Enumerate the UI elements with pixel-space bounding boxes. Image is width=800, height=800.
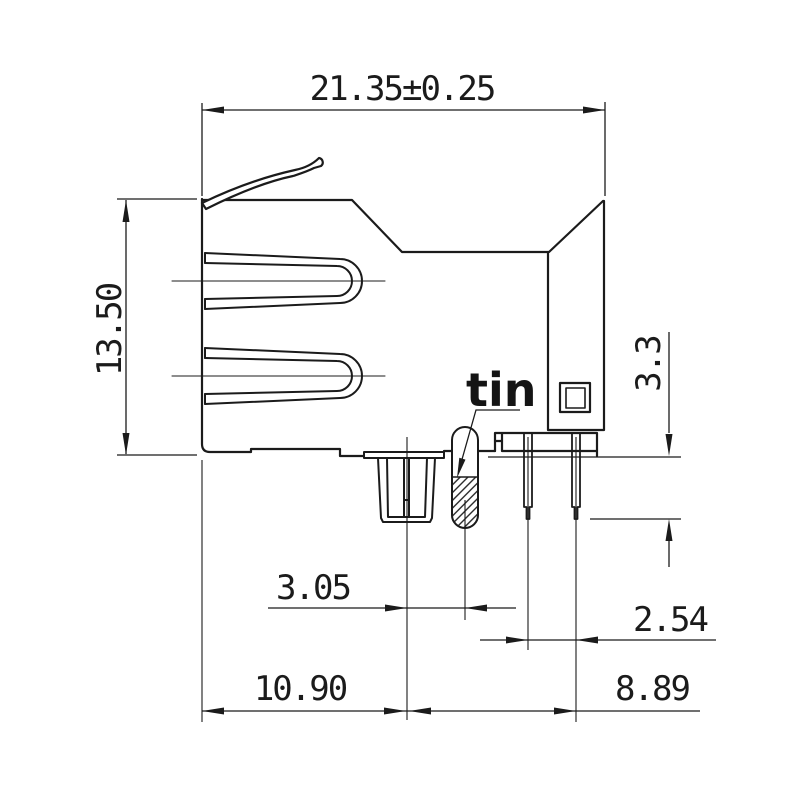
body-bottom-edge bbox=[200, 197, 366, 458]
contact-centerlines bbox=[171, 280, 386, 377]
dim-overall-height-value: 13.50 bbox=[90, 283, 130, 376]
dim-overall-height bbox=[117, 198, 197, 456]
body-bottom-right-edge bbox=[442, 439, 504, 453]
contact-slots bbox=[171, 252, 386, 405]
solder-pins bbox=[523, 433, 581, 520]
dim-pin-pitch-value: 2.54 bbox=[633, 600, 707, 640]
dim-pin-length-value: 3.3 bbox=[629, 336, 669, 391]
square-hole bbox=[558, 381, 592, 414]
latch-spring bbox=[200, 156, 324, 211]
dim-pin-length bbox=[488, 332, 681, 567]
dimensions bbox=[117, 102, 716, 715]
mounting-post bbox=[363, 451, 445, 523]
dim-pin-pitch bbox=[480, 636, 716, 644]
connector-body bbox=[200, 156, 606, 458]
dim-overall-width bbox=[201, 102, 606, 196]
dim-bottom-row bbox=[202, 707, 700, 715]
dim-overall-width-value: 21.35±0.25 bbox=[310, 69, 495, 109]
tin-label: tin bbox=[466, 363, 537, 417]
bottom-flange bbox=[493, 431, 599, 458]
body-outline bbox=[200, 198, 606, 432]
dim-post-to-tin-value: 3.05 bbox=[276, 568, 350, 608]
centerlines bbox=[201, 437, 577, 722]
dim-face-to-post-value: 10.90 bbox=[254, 669, 347, 709]
dim-post-to-tin bbox=[268, 604, 516, 612]
dim-post-to-end-pin-value: 8.89 bbox=[615, 669, 689, 709]
tin-leader bbox=[457, 409, 520, 478]
dimension-texts: 21.35±0.25 13.50 3.3 3.05 2.54 10.90 8.8… bbox=[90, 69, 709, 709]
